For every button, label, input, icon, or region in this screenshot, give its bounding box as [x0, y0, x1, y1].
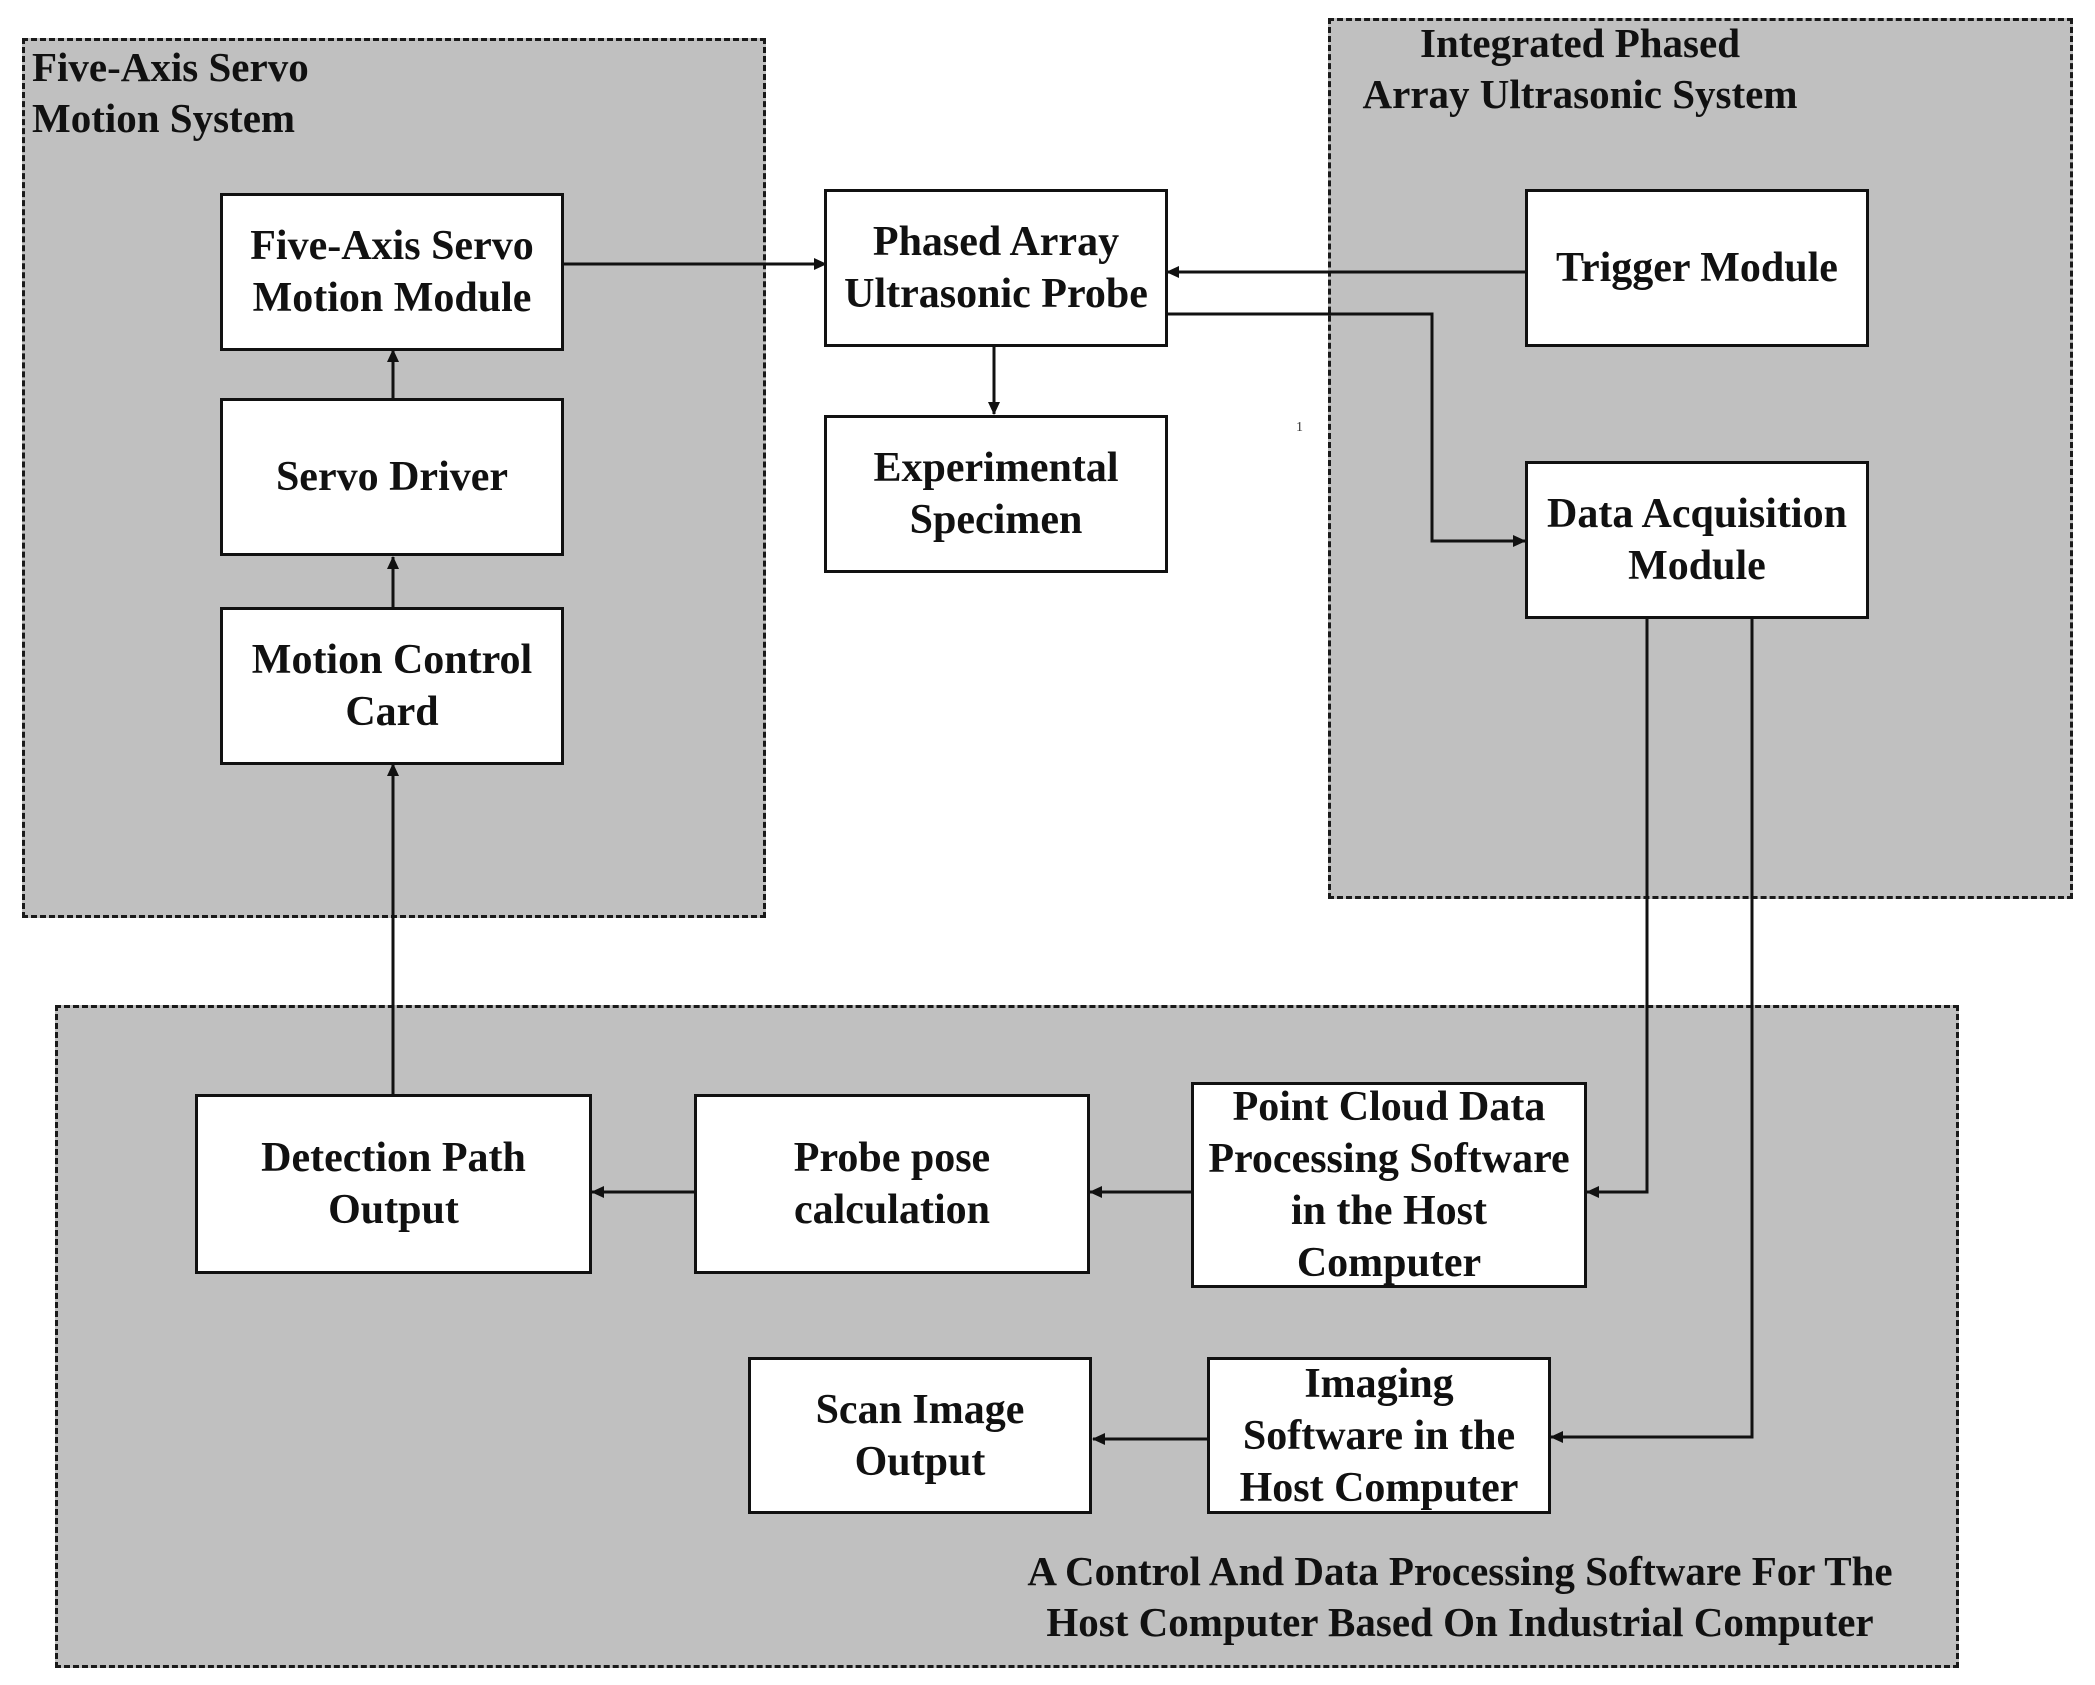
servo-system-title: Five-Axis Servo Motion System — [32, 44, 309, 141]
integrated-phased-array-region — [1328, 18, 2073, 899]
five-axis-servo-motion-module: Five-Axis Servo Motion Module — [220, 193, 564, 351]
phased-array-ultrasonic-probe: Phased Array Ultrasonic Probe — [824, 189, 1168, 347]
stray-mark: 1 — [1296, 420, 1303, 435]
experimental-specimen: Experimental Specimen — [824, 415, 1168, 573]
trigger-module: Trigger Module — [1525, 189, 1869, 347]
phased-array-system-title: Integrated Phased Array Ultrasonic Syste… — [1362, 20, 1798, 117]
probe-pose-calculation: Probe pose calculation — [694, 1094, 1090, 1274]
point-cloud-data-processing-software: Point Cloud Data Processing Software in … — [1191, 1082, 1587, 1288]
scan-image-output: Scan Image Output — [748, 1357, 1092, 1514]
detection-path-output: Detection Path Output — [195, 1094, 592, 1274]
imaging-software-host-computer: Imaging Software in the Host Computer — [1207, 1357, 1551, 1514]
host-software-title: A Control And Data Processing Software F… — [1027, 1548, 1893, 1645]
servo-driver: Servo Driver — [220, 398, 564, 556]
data-acquisition-module: Data Acquisition Module — [1525, 461, 1869, 619]
motion-control-card: Motion Control Card — [220, 607, 564, 765]
